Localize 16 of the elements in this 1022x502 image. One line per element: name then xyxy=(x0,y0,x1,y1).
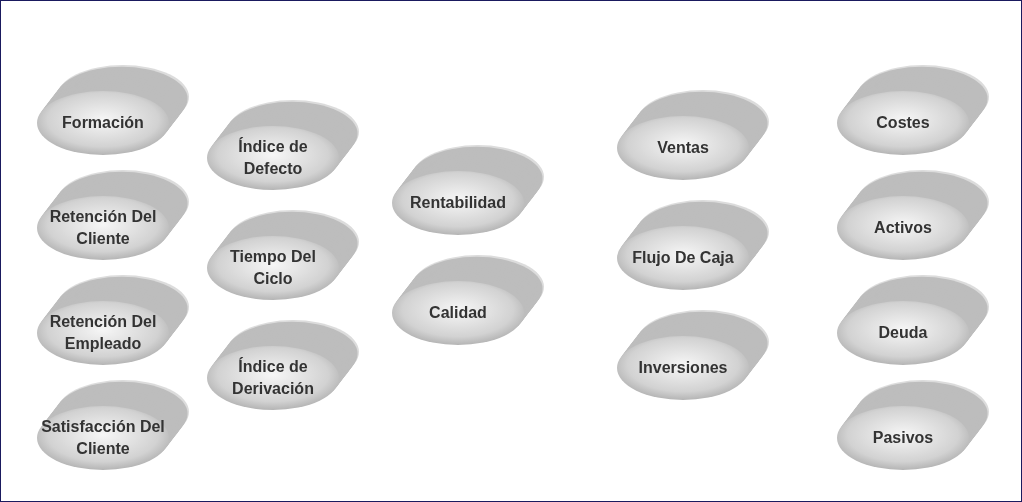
node-label: Flujo De Caja xyxy=(632,248,734,268)
node-label: Deuda xyxy=(878,323,928,343)
node-label: Activos xyxy=(874,218,932,238)
node-label: Satisfacción Del Cliente xyxy=(41,417,165,459)
node-label: Índice de Derivación xyxy=(231,356,315,399)
node-label: Tiempo Del Ciclo xyxy=(229,247,317,289)
node-label: Calidad xyxy=(429,303,487,323)
node-label: Índice de Defecto xyxy=(237,136,309,179)
node-label: Ventas xyxy=(657,138,709,158)
node-label: Costes xyxy=(876,113,930,133)
node-label: Retención Del Cliente xyxy=(48,207,158,249)
node-label: Retención Del Empleado xyxy=(48,312,158,354)
node-label: Inversiones xyxy=(638,358,728,378)
node-label: Rentabilidad xyxy=(410,193,506,213)
node-label: Formación xyxy=(62,113,144,133)
node-label: Pasivos xyxy=(872,428,934,448)
